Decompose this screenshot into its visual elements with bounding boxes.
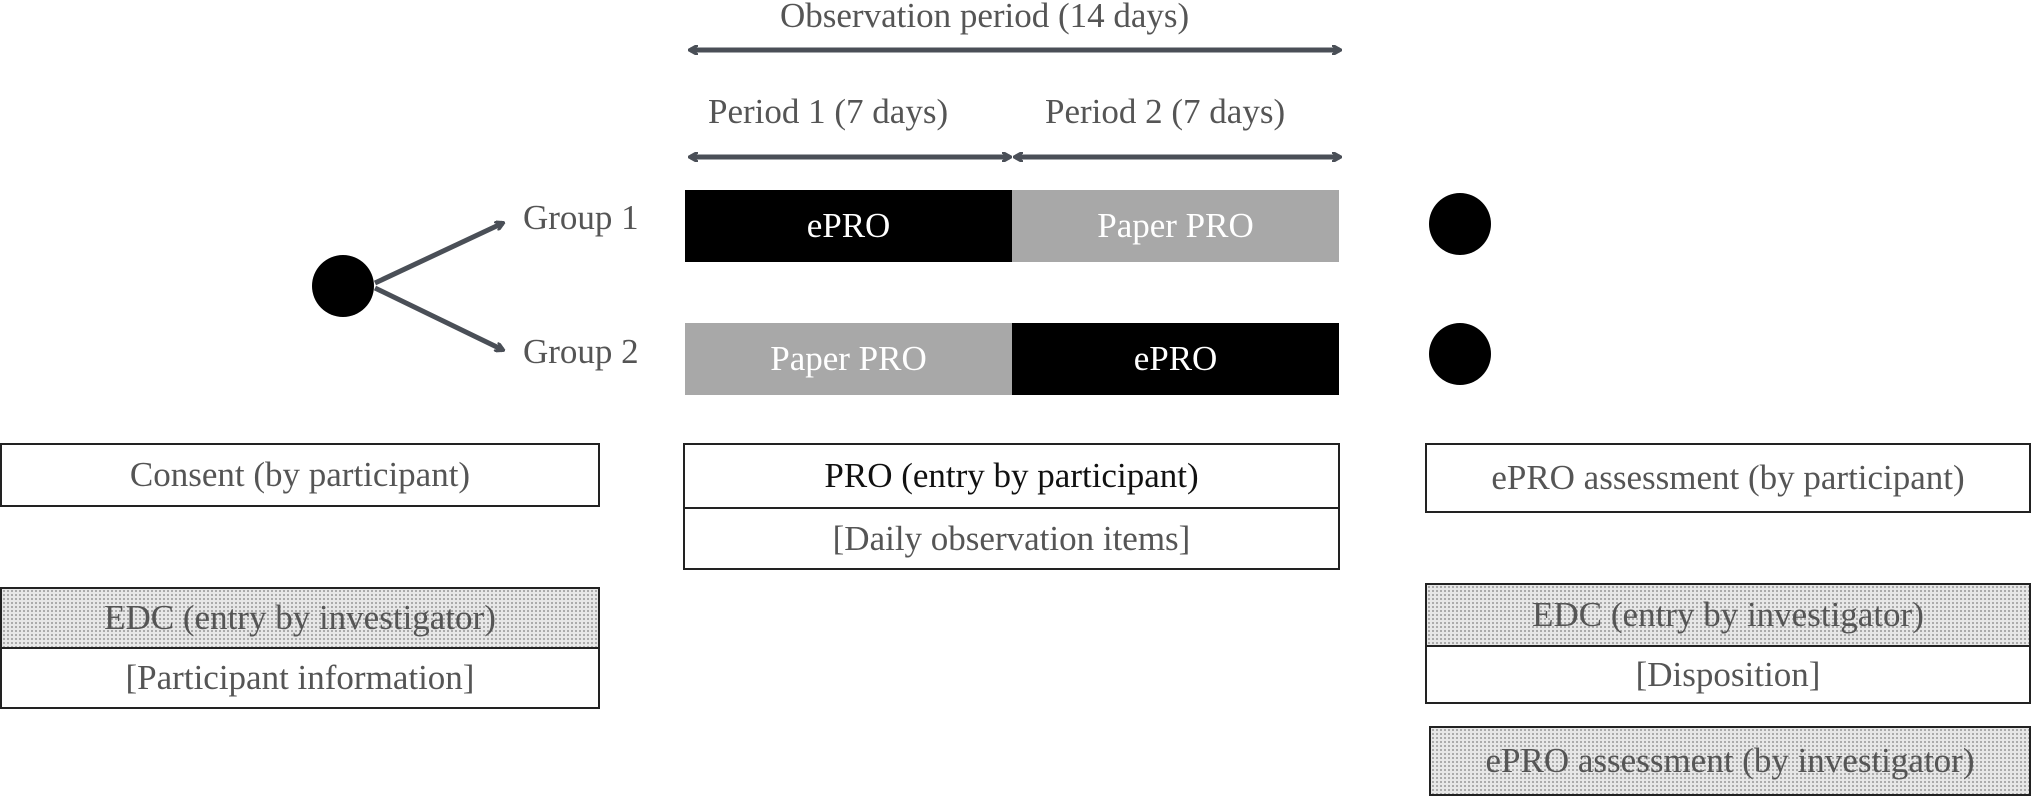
group1-label: Group 1	[523, 198, 639, 237]
consent-box: Consent (by participant)	[0, 443, 600, 507]
randomization-arrow-group1	[373, 223, 503, 286]
epro-assessment-investigator-box: ePRO assessment (by investigator)	[1429, 726, 2031, 796]
group2-label: Group 2	[523, 332, 639, 371]
period2-label: Period 2 (7 days)	[1045, 92, 1286, 131]
end-node-group2	[1429, 323, 1491, 385]
edc-investigator-box-left: EDC (entry by investigator)	[0, 587, 600, 649]
group1-period1-bar: ePRO	[685, 190, 1012, 262]
group2-period1-bar: Paper PRO	[685, 323, 1012, 395]
epro-assessment-participant-box: ePRO assessment (by participant)	[1425, 443, 2031, 513]
period1-label: Period 1 (7 days)	[708, 92, 949, 131]
participant-information-box: [Participant information]	[0, 647, 600, 709]
group2-period2-bar: ePRO	[1012, 323, 1339, 395]
disposition-box: [Disposition]	[1425, 645, 2031, 704]
observation-period-label: Observation period (14 days)	[780, 0, 1190, 35]
daily-observation-items-box: [Daily observation items]	[683, 507, 1340, 570]
randomization-arrow-group2	[373, 285, 503, 350]
group1-period2-bar: Paper PRO	[1012, 190, 1339, 262]
pro-entry-box: PRO (entry by participant)	[683, 443, 1340, 509]
end-node-group1	[1429, 193, 1491, 255]
randomization-node	[312, 255, 374, 317]
edc-investigator-box-right: EDC (entry by investigator)	[1425, 583, 2031, 647]
